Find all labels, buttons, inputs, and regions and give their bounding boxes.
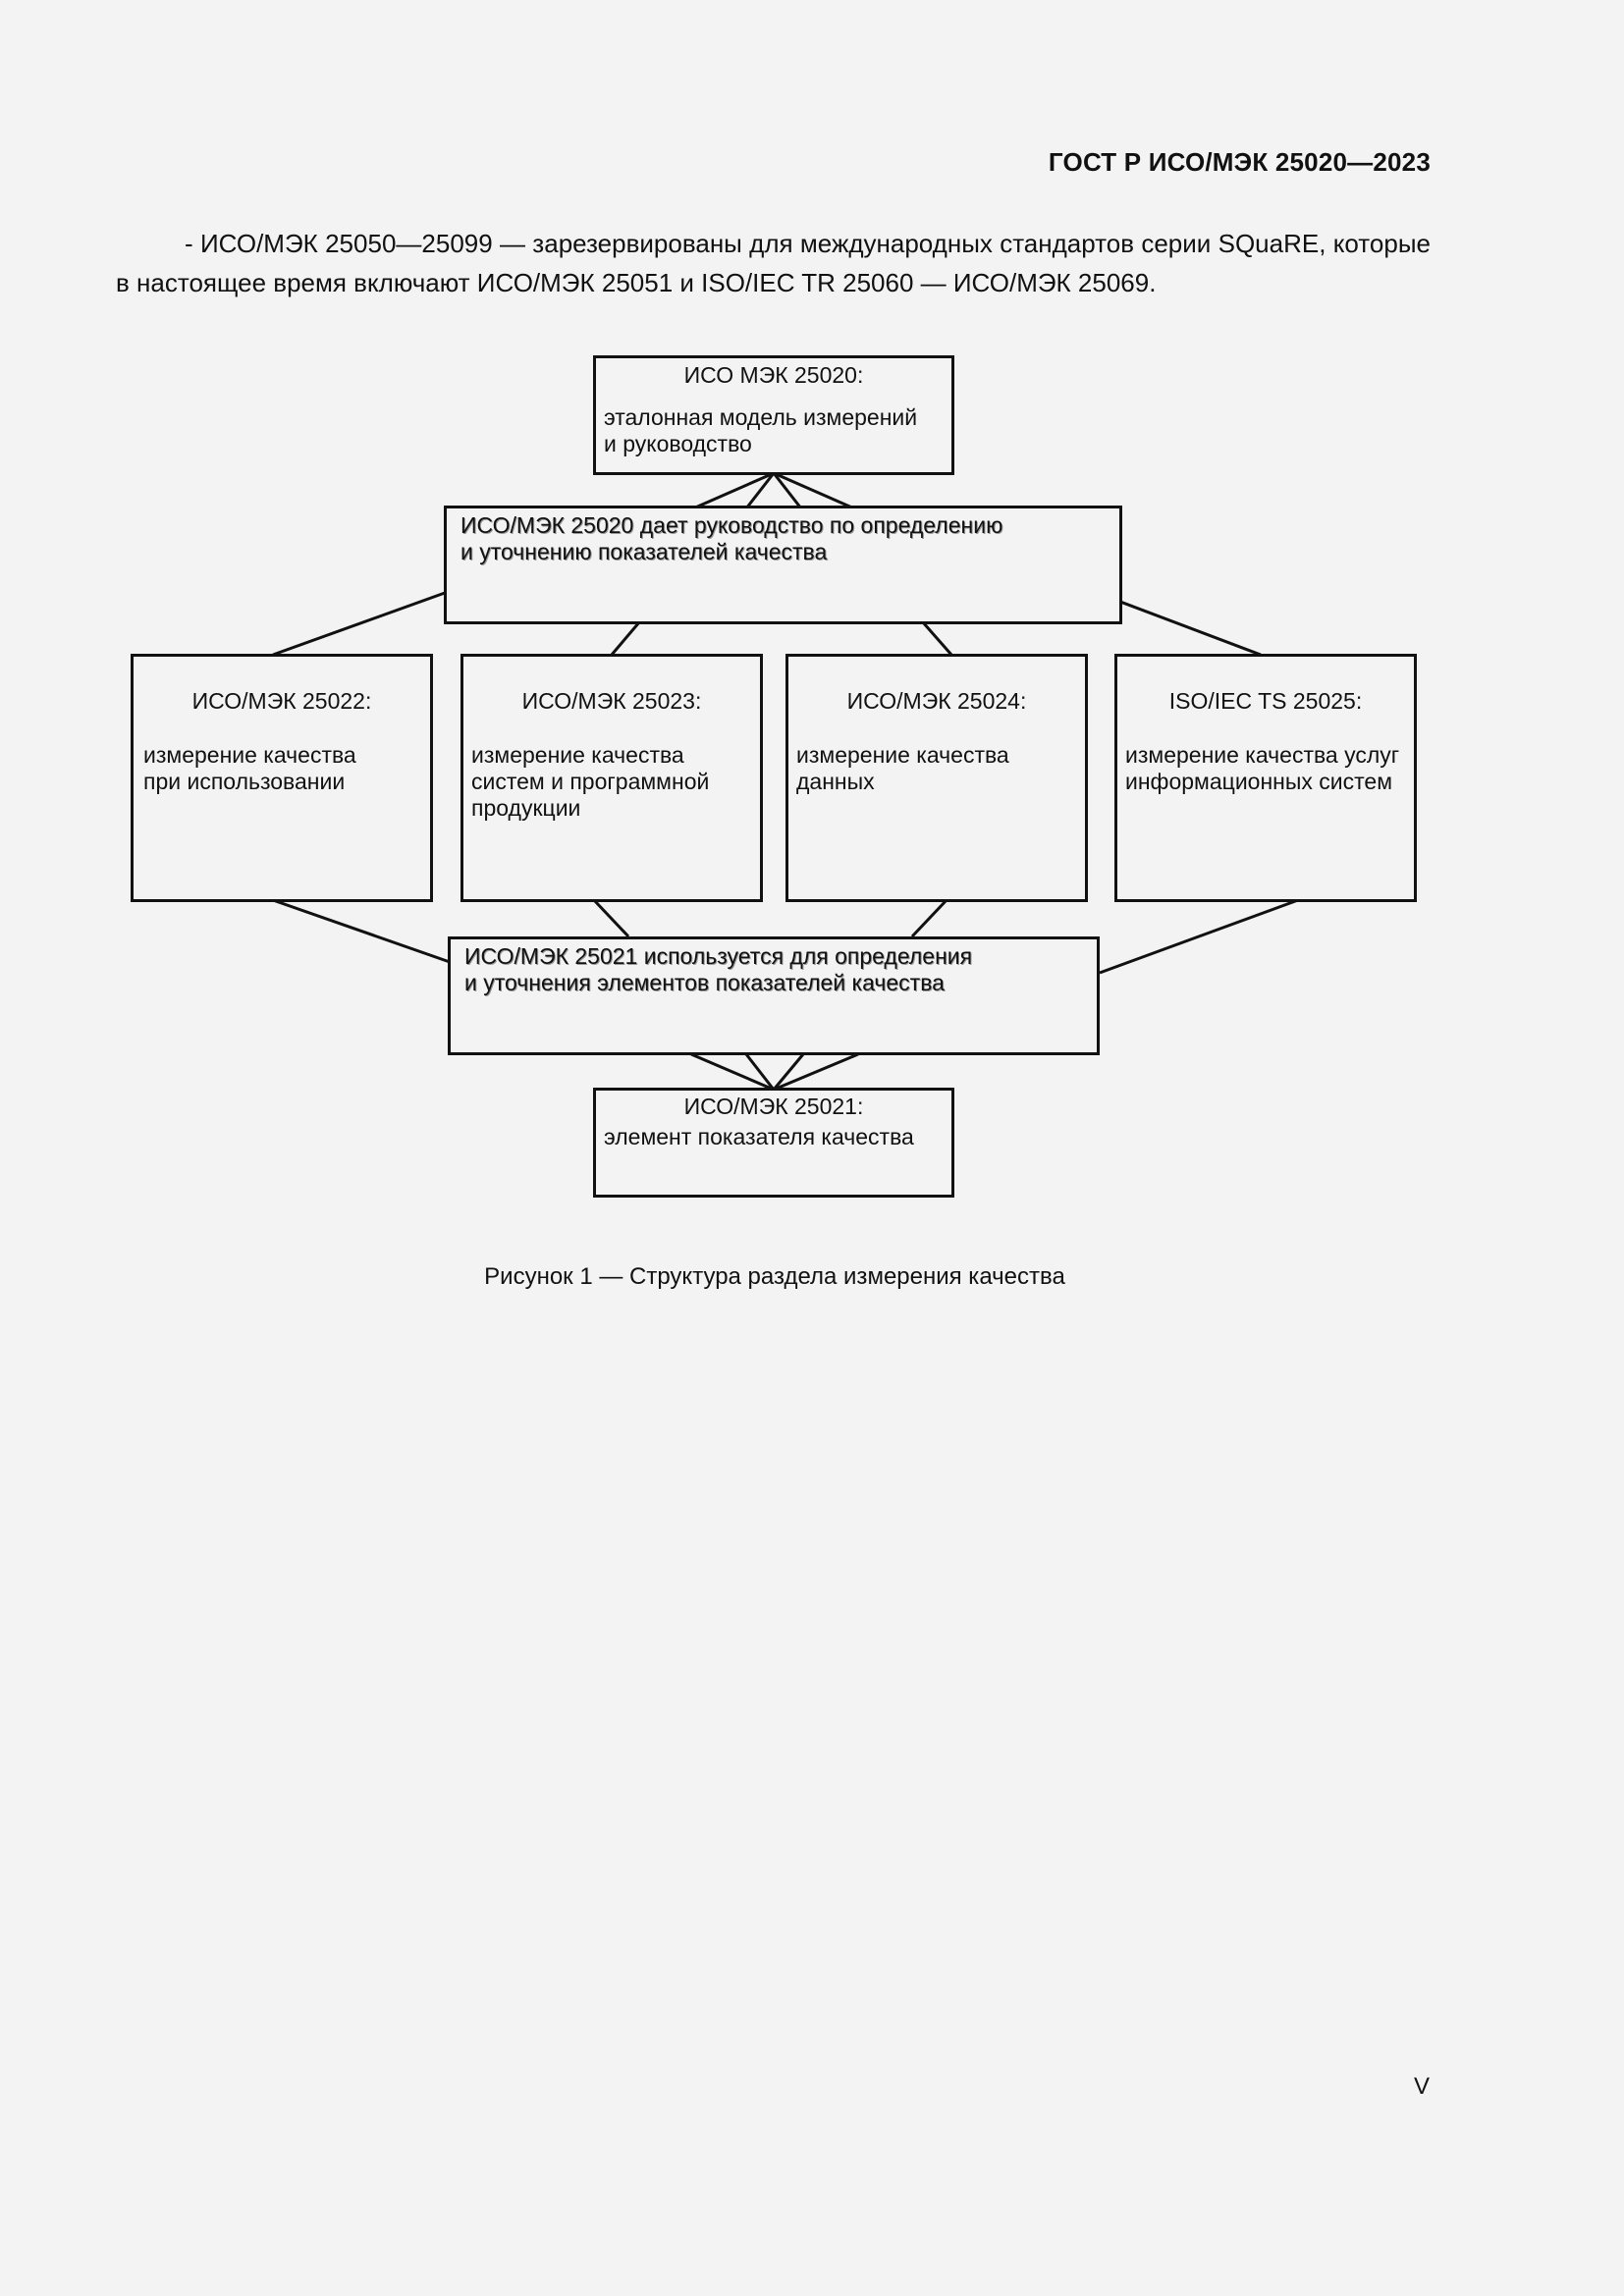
connector-line xyxy=(272,591,446,657)
connector-line xyxy=(773,1052,859,1092)
connector-line xyxy=(772,472,803,509)
quality-in-use-box: ИСО/МЭК 25022: измерение качества при ис… xyxy=(131,654,433,902)
guidance-banner: ИСО/МЭК 25020 дает руководство по опреде… xyxy=(444,506,1122,624)
system-software-quality-title: ИСО/МЭК 25023: xyxy=(521,688,702,714)
it-service-quality-title: ISO/IEC TS 25025: xyxy=(1168,688,1363,714)
intro-text: - ИСО/МЭК 25050—25099 — зарезервированы … xyxy=(116,229,1431,297)
page-number: V xyxy=(1413,2073,1430,2100)
connector-line xyxy=(272,898,451,964)
connector-line xyxy=(921,621,953,656)
document-header: ГОСТ Р ИСО/МЭК 25020—2023 xyxy=(1048,147,1431,177)
connector-line xyxy=(910,898,948,938)
it-service-quality-box: ISO/IEC TS 25025: измерение качества усл… xyxy=(1114,654,1417,902)
diagram-connectors xyxy=(272,471,1299,1092)
data-quality-body: измерение качества данных xyxy=(796,742,1009,794)
quality-in-use-body: измерение качества при использовании xyxy=(143,742,356,794)
connector-line xyxy=(592,898,630,938)
it-service-quality-body: измерение качества услуг информационных … xyxy=(1125,742,1400,794)
elements-banner: ИСО/МЭК 25021 используется для определен… xyxy=(448,936,1100,1055)
connector-line xyxy=(772,1053,805,1091)
quality-measure-element-title: ИСО/МЭК 25021: xyxy=(683,1094,864,1119)
quality-measure-element-body: элемент показателя качества xyxy=(604,1124,914,1149)
reference-model-body: эталонная модель измерений и руководство xyxy=(604,404,918,456)
measurement-structure-diagram: ИСО МЭК 25020: эталонная модель измерени… xyxy=(131,355,1417,1198)
reference-model-box: ИСО МЭК 25020: эталонная модель измерени… xyxy=(593,355,954,475)
data-quality-box: ИСО/МЭК 25024: измерение качества данных xyxy=(785,654,1088,902)
connector-line xyxy=(1099,898,1299,975)
connector-line xyxy=(692,471,775,510)
connector-line xyxy=(610,621,641,656)
intro-paragraph: - ИСО/МЭК 25050—25099 — зарезервированы … xyxy=(116,224,1431,302)
system-software-quality-box: ИСО/МЭК 25023: измерение качества систем… xyxy=(460,654,763,902)
connector-line xyxy=(744,1053,776,1091)
connector-line xyxy=(690,1052,775,1092)
system-software-quality-body: измерение качества систем и программной … xyxy=(471,742,710,821)
data-quality-title: ИСО/МЭК 25024: xyxy=(846,688,1027,714)
connector-line xyxy=(744,472,776,509)
quality-measure-element-box: ИСО/МЭК 25021: элемент показателя качест… xyxy=(593,1088,954,1198)
connector-line xyxy=(773,471,855,510)
connector-line xyxy=(1119,600,1262,657)
figure-caption: Рисунок 1 — Структура раздела измерения … xyxy=(484,1263,1065,1290)
quality-in-use-title: ИСО/МЭК 25022: xyxy=(191,688,372,714)
reference-model-title: ИСО МЭК 25020: xyxy=(683,362,864,388)
